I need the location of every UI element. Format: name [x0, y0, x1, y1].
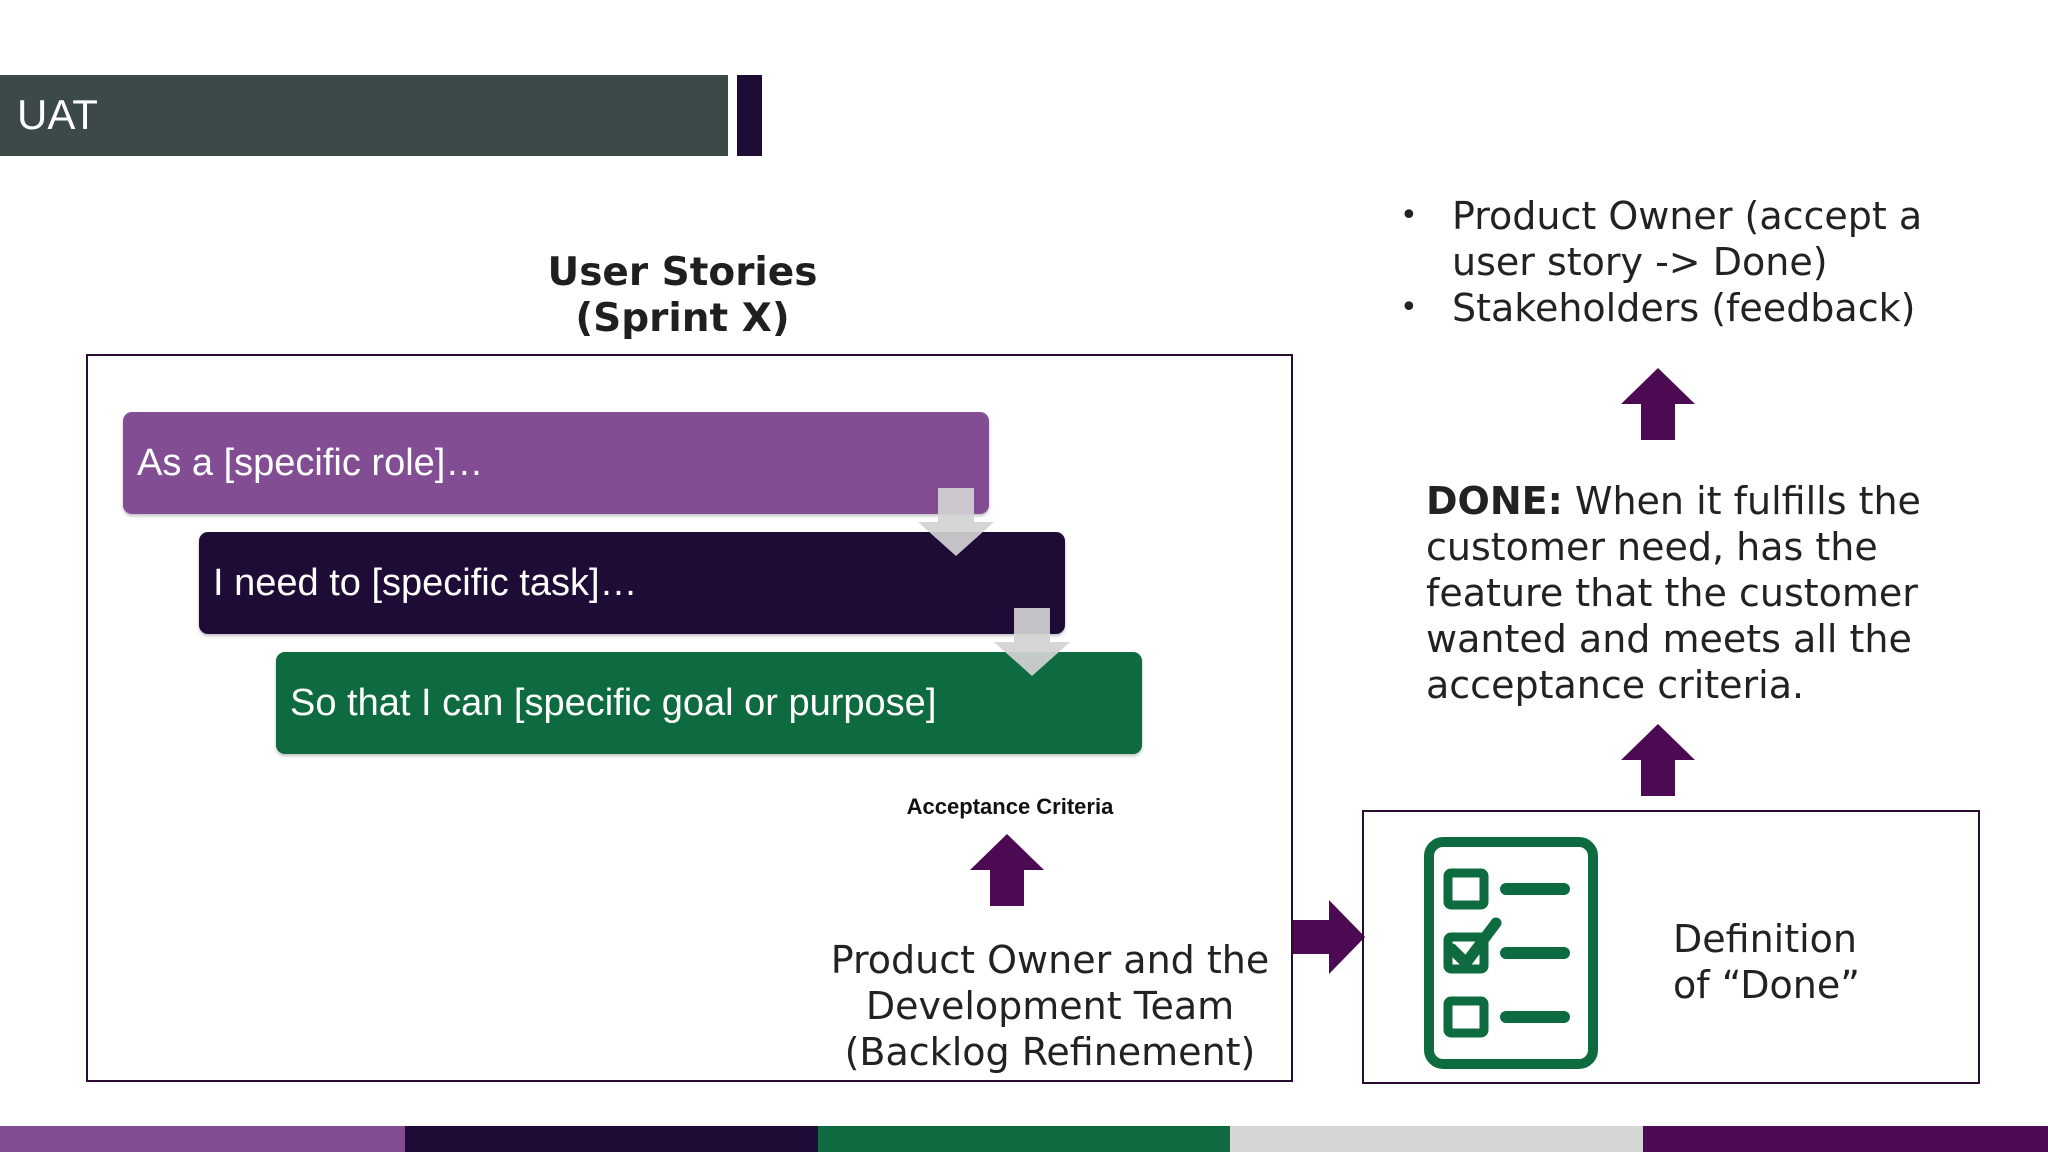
product-owner-text: Product Owner and the Development Team (…: [800, 937, 1300, 1075]
slide-title: UAT: [17, 91, 98, 138]
definition-of-done-line2: of “Done”: [1673, 963, 1860, 1007]
bullet-dot-icon: •: [1400, 198, 1418, 233]
stakeholder-bullet-list: • Product Owner (accept a user story -> D…: [1400, 193, 1960, 331]
up-arrow-icon: [970, 834, 1044, 906]
story-bar-task: I need to [specific task]…: [199, 532, 1065, 634]
story-bar-goal: So that I can [specific goal or purpose]: [276, 652, 1142, 754]
right-arrow-icon: [1293, 900, 1365, 974]
user-stories-box: [86, 354, 1293, 1082]
story-bar-role: As a [specific role]…: [123, 412, 989, 514]
definition-of-done-line1: Definition: [1673, 917, 1858, 961]
strip-segment-gray: [1230, 1126, 1643, 1152]
title-accent-block: [737, 75, 762, 156]
up-arrow-icon: [1621, 368, 1695, 440]
bottom-color-strip: [0, 1126, 2048, 1152]
user-stories-heading-line2: (Sprint X): [575, 296, 790, 341]
strip-segment-purple: [0, 1126, 405, 1152]
acceptance-criteria-label: Acceptance Criteria: [906, 794, 1114, 819]
user-stories-heading-line1: User Stories: [547, 250, 818, 295]
story-bar-task-label: I need to [specific task]…: [213, 561, 638, 604]
product-owner-line2: Development Team: [865, 984, 1235, 1028]
product-owner-line1: Product Owner and the: [830, 938, 1270, 982]
bullet-item-text: Product Owner (accept a user story -> Do…: [1452, 194, 1923, 284]
bullet-item: • Stakeholders (feedback): [1400, 285, 1960, 331]
definition-of-done-box: [1362, 810, 1980, 1084]
definition-of-done-text: Definition of “Done”: [1673, 916, 1860, 1008]
down-arrow-icon: [994, 608, 1070, 676]
done-description: DONE: When it fulfills the customer need…: [1426, 478, 1946, 708]
strip-segment-violet: [1643, 1126, 2048, 1152]
up-arrow-icon: [1621, 724, 1695, 796]
user-stories-heading: User Stories (Sprint X): [500, 250, 865, 342]
down-arrow-icon: [918, 488, 994, 556]
strip-segment-dark: [405, 1126, 818, 1152]
bullet-item: • Product Owner (accept a user story -> D…: [1400, 193, 1960, 285]
story-bar-goal-label: So that I can [specific goal or purpose]: [290, 681, 937, 724]
title-banner: [0, 75, 728, 156]
bullet-dot-icon: •: [1400, 290, 1418, 325]
done-label: DONE:: [1426, 479, 1563, 523]
story-bar-role-label: As a [specific role]…: [137, 441, 484, 484]
bullet-item-text: Stakeholders (feedback): [1452, 286, 1916, 330]
done-body: When it fulfills the customer need, has …: [1426, 479, 1921, 707]
strip-segment-green: [818, 1126, 1230, 1152]
checklist-icon: [1424, 837, 1598, 1069]
product-owner-line3: (Backlog Refinement): [844, 1030, 1256, 1074]
